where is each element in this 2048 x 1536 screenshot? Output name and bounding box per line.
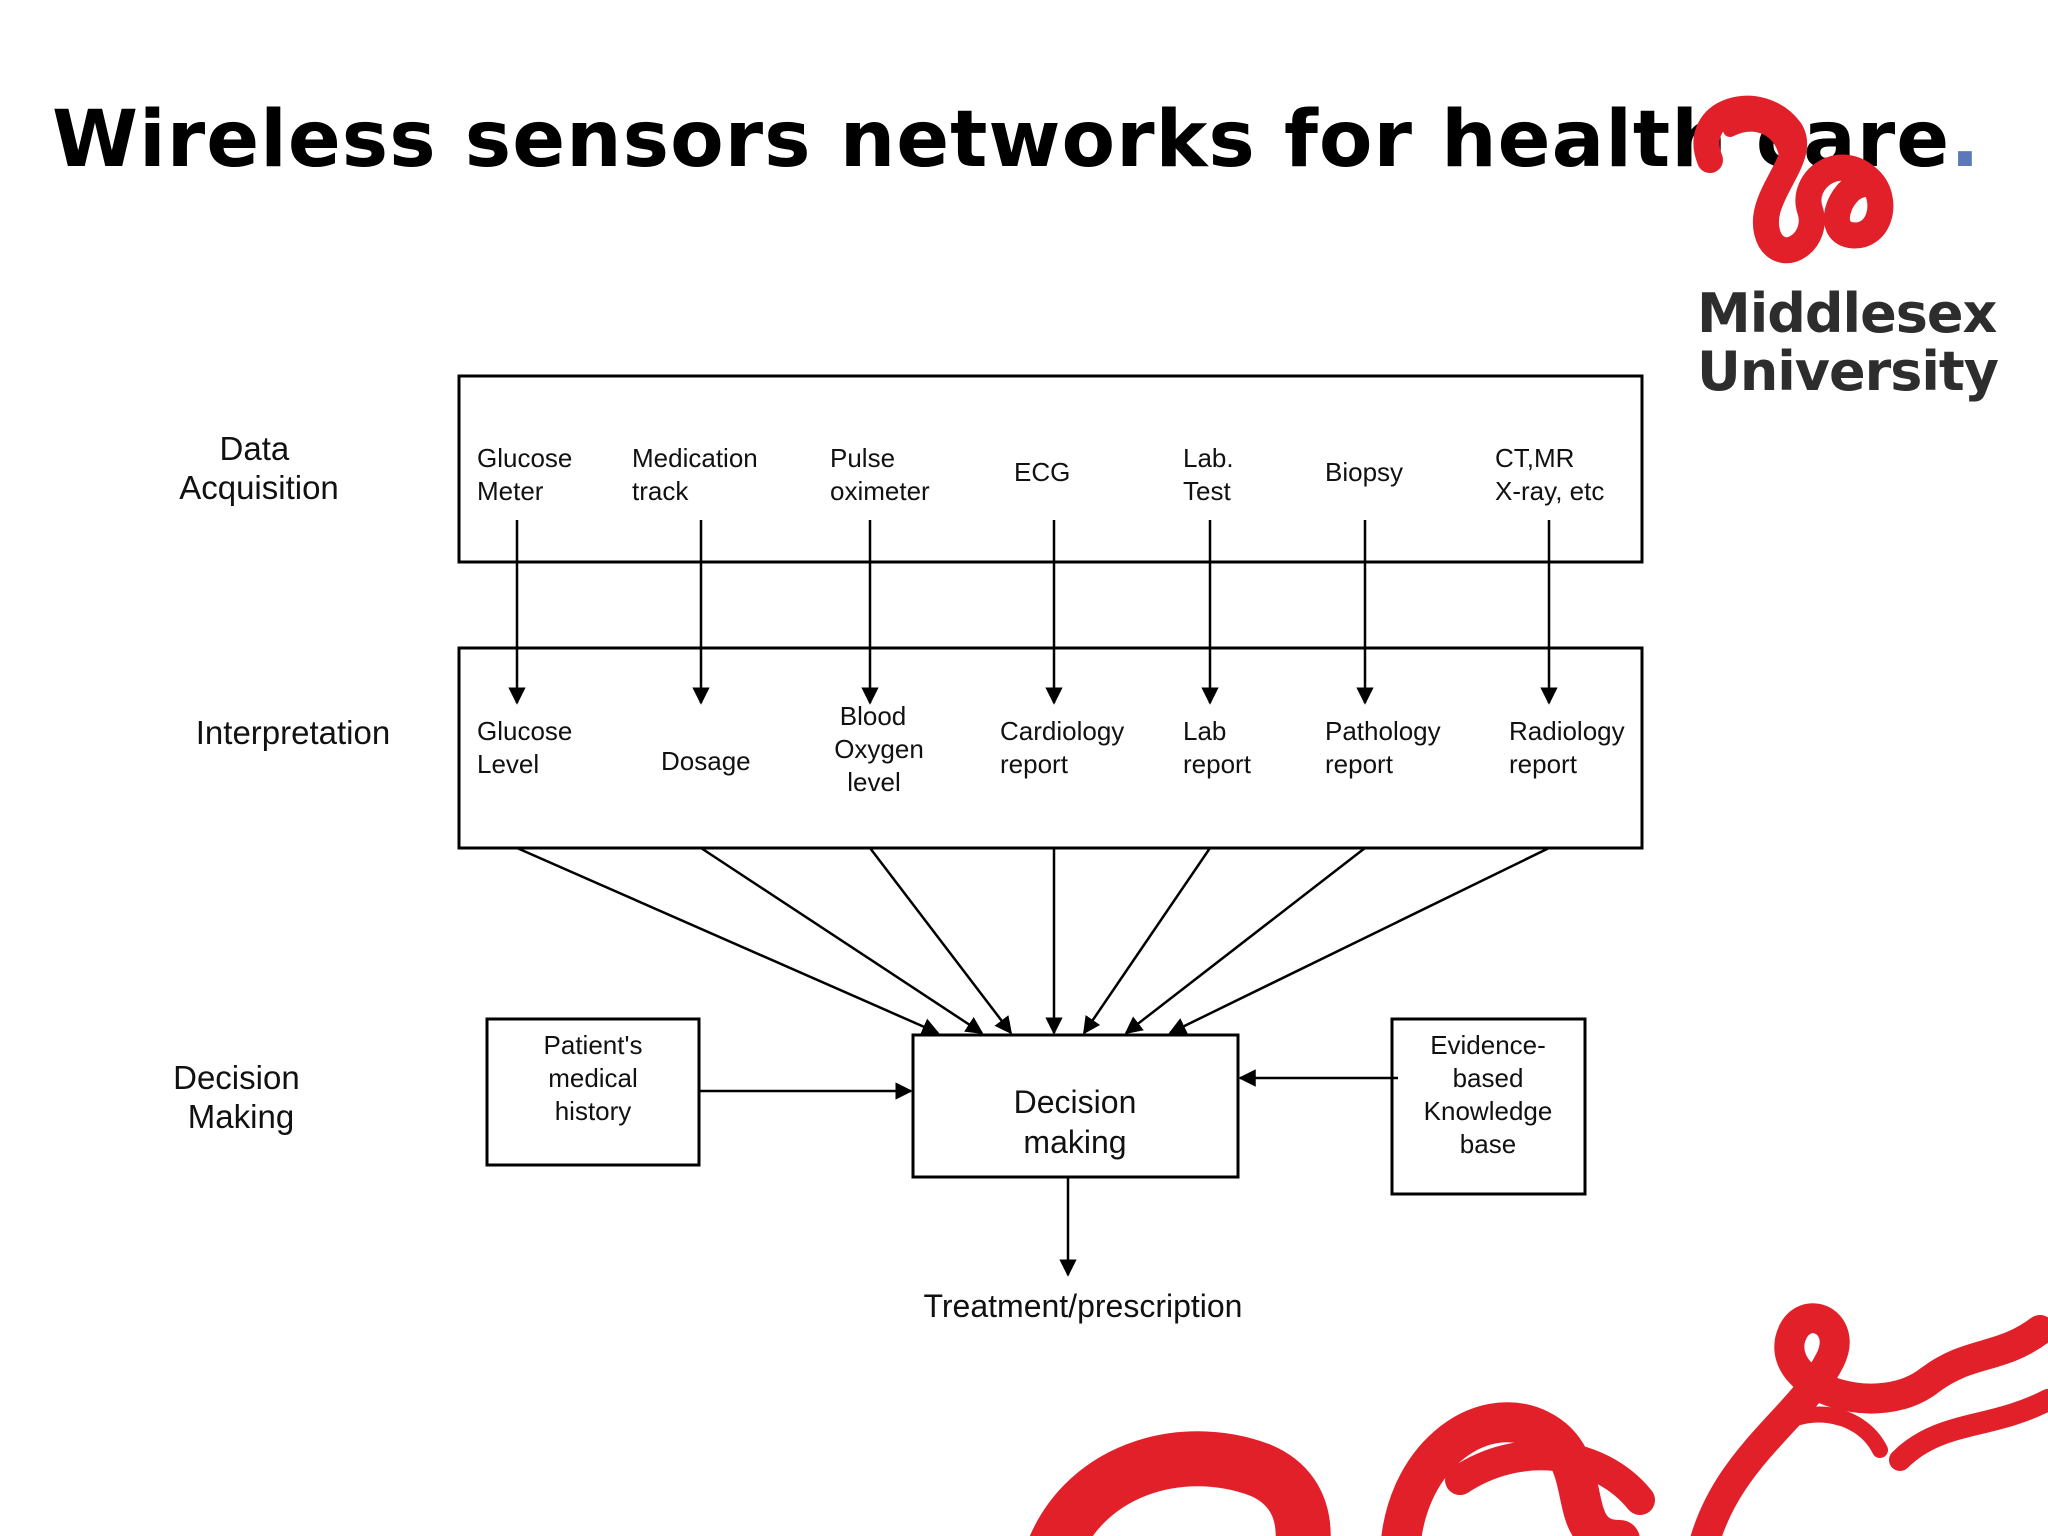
arrow-to-decision-5 — [1082, 847, 1212, 1035]
decision-box — [911, 1033, 1240, 1179]
interpretation-box — [457, 646, 1644, 850]
interp-dosage: Dosage — [661, 746, 751, 776]
output-label: Treatment/prescription — [924, 1288, 1243, 1324]
logo-line-2: University — [1697, 340, 1999, 403]
title-dot: . — [1950, 95, 1981, 185]
acquisition-box — [457, 374, 1644, 564]
arrow-to-decision-2 — [700, 846, 984, 1035]
knowledge-box — [1390, 1017, 1587, 1196]
source-ecg: ECG — [1014, 457, 1070, 487]
slide-title: Wireless sensors networks for health car… — [52, 95, 1981, 185]
acquisition-arrows — [508, 520, 1558, 705]
source-biopsy: Biopsy — [1325, 457, 1403, 487]
stage-label-acquisition: Data Acquisition — [179, 430, 339, 506]
stage-label-decision: Decision Making — [173, 1059, 309, 1135]
source-lab-test: Lab.Test — [1183, 443, 1234, 506]
logo-line-1: Middlesex — [1697, 282, 1997, 345]
university-logo-icon — [1693, 95, 1894, 264]
arrow-to-decision-6 — [1124, 847, 1366, 1035]
arrow-to-decision-1 — [516, 846, 940, 1035]
interpretation-arrows — [516, 846, 1550, 1035]
stage-label-interpretation: Interpretation — [196, 714, 390, 751]
logo-text: Middlesex University — [1697, 282, 1999, 403]
title-text: Wireless sensors networks for health car… — [52, 95, 1951, 185]
arrow-to-decision-7 — [1168, 846, 1550, 1035]
arrow-to-decision-3 — [869, 847, 1013, 1035]
